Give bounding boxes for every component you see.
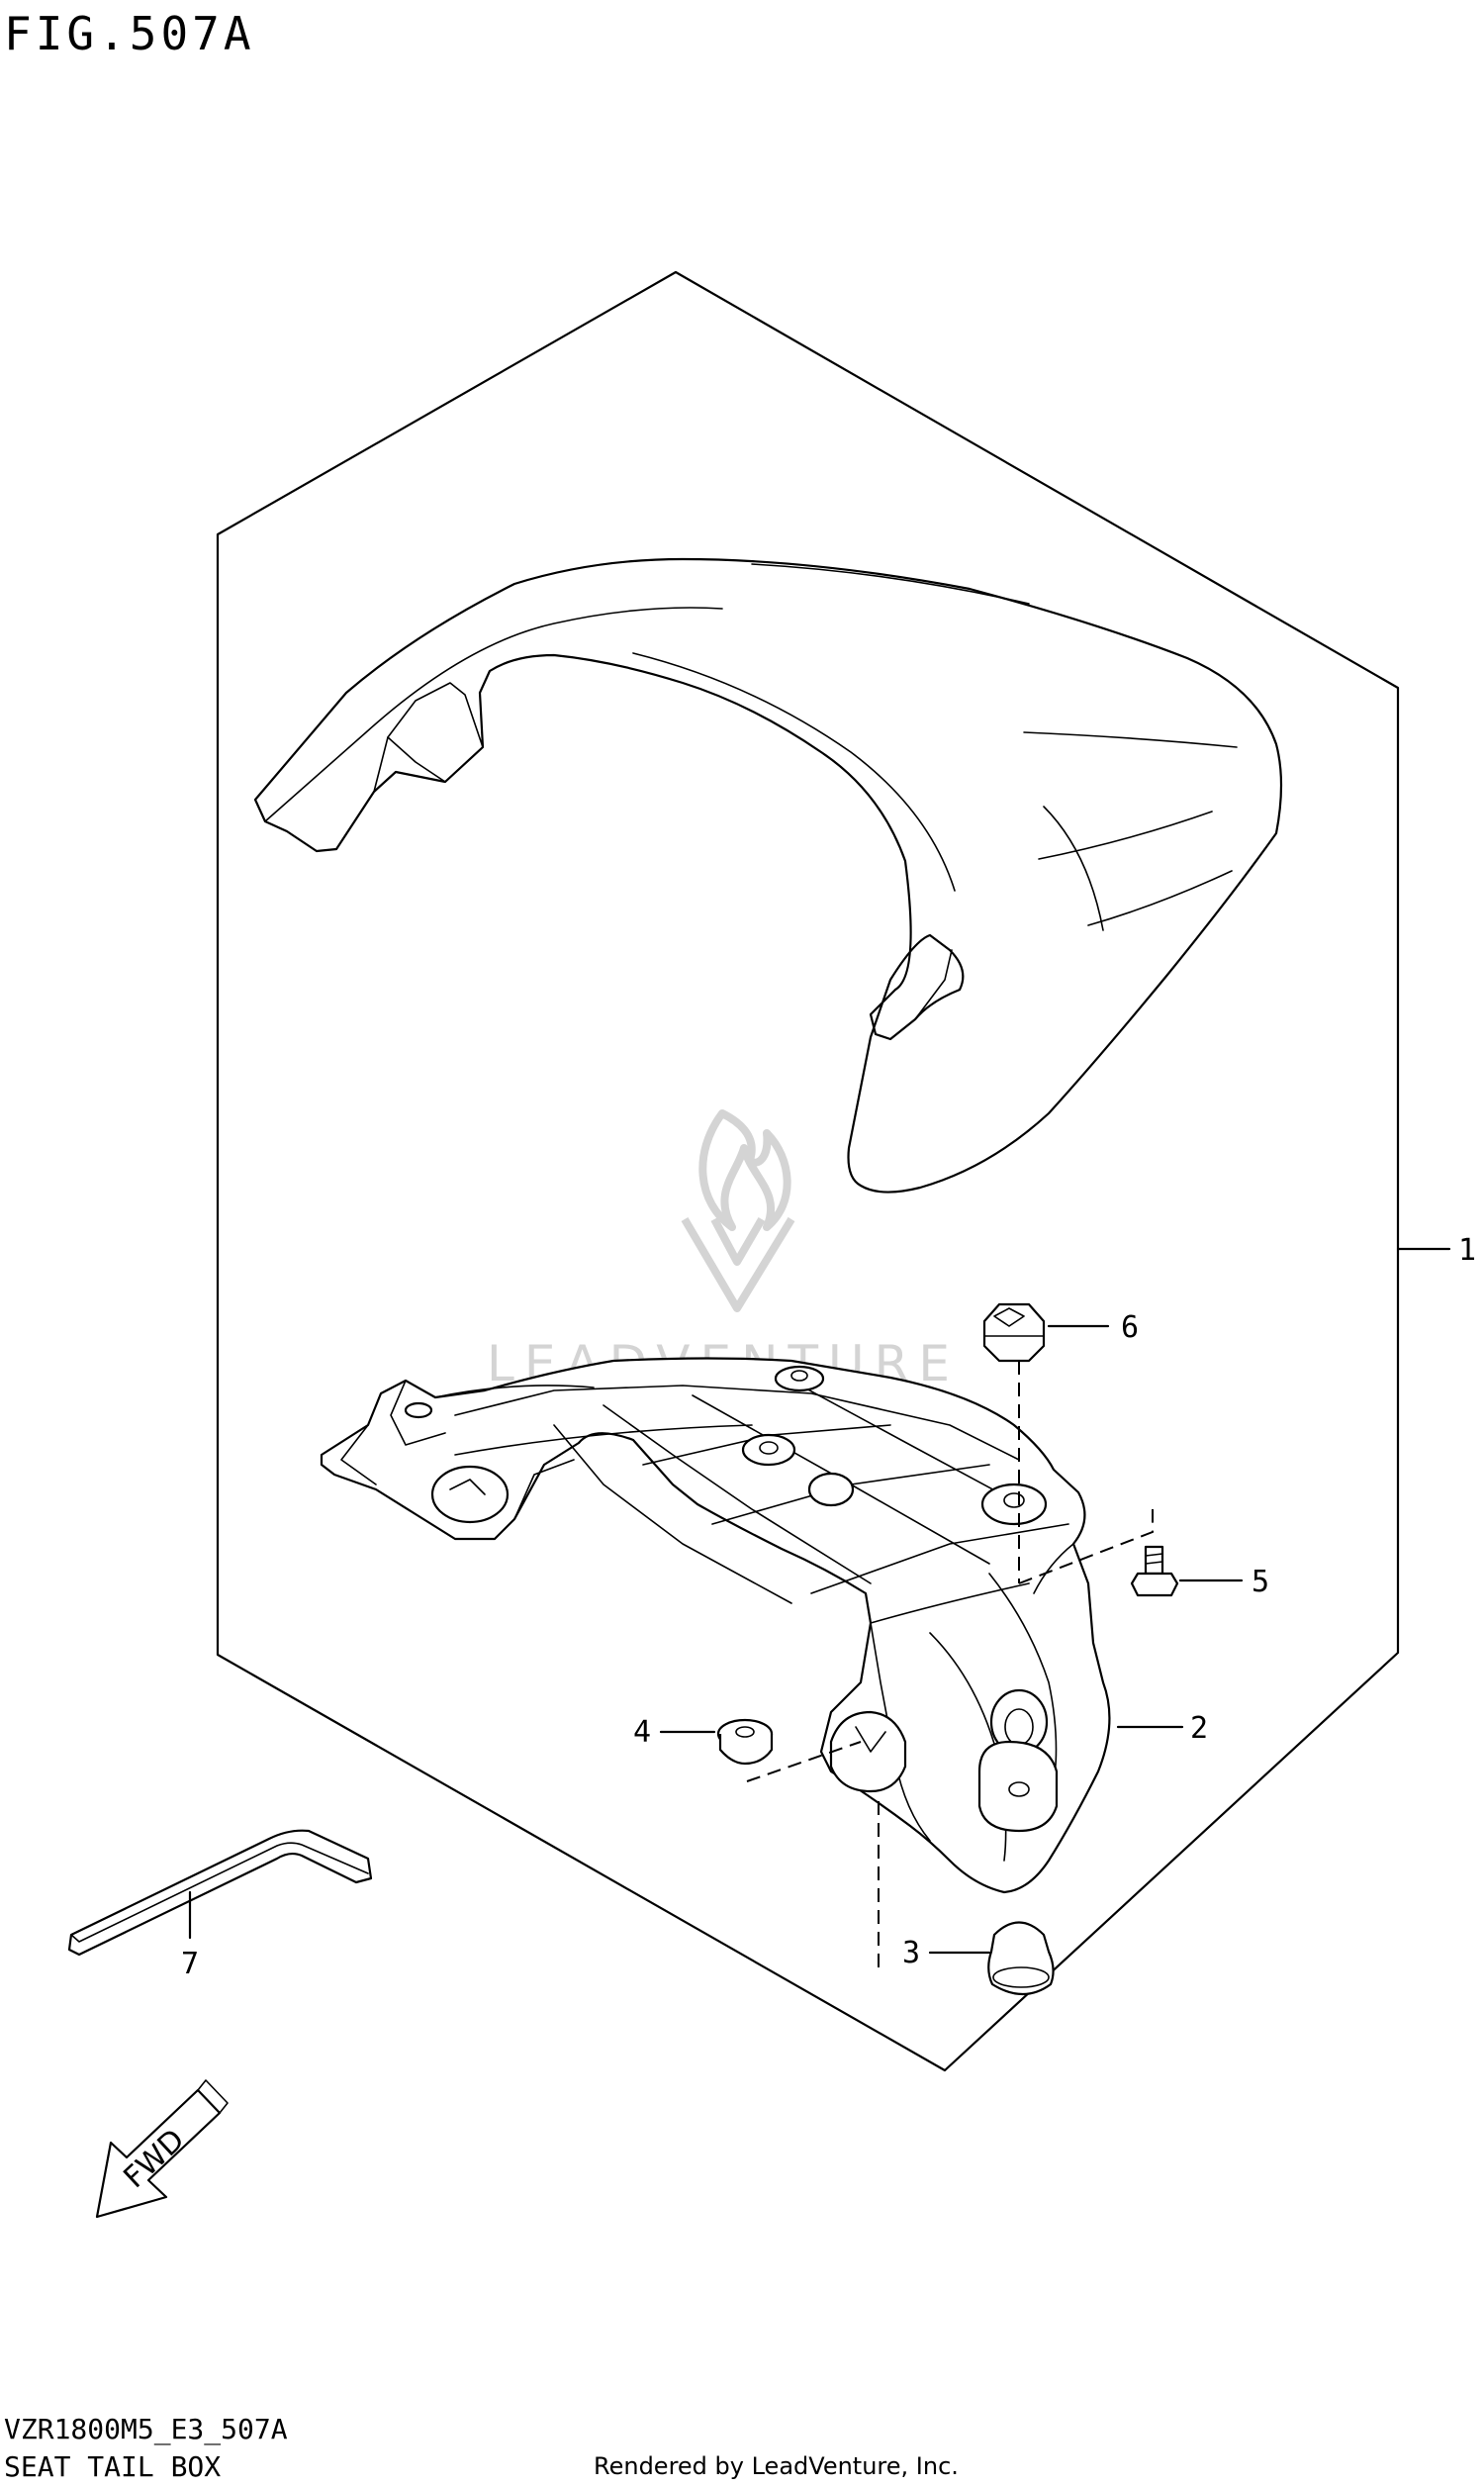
model-code: VZR1800M5_E3_507A — [4, 2413, 288, 2446]
callout-6-label: 6 — [1121, 1310, 1139, 1345]
seat-tail-cover — [253, 557, 1283, 1194]
section-name: SEAT TAIL BOX — [4, 2450, 221, 2483]
callout-4[interactable]: 4 — [633, 1715, 716, 1750]
callout-3-label: 3 — [902, 1936, 920, 1970]
arrow-down-left-icon — [95, 2088, 222, 2219]
callout-4-label: 4 — [633, 1715, 651, 1750]
grommet-washer-part — [716, 1718, 774, 1766]
assembly-line-4 — [746, 1741, 862, 1782]
callout-1-label: 1 — [1458, 1233, 1476, 1268]
hex-key-part — [67, 1829, 373, 1957]
leadventure-flame-logo — [681, 1109, 795, 1312]
callout-7[interactable]: 7 — [181, 1890, 199, 1981]
clip-nut-part — [982, 1302, 1046, 1363]
rubber-cushion-part — [987, 1921, 1055, 1995]
callout-2-label: 2 — [1190, 1711, 1208, 1746]
callout-7-label: 7 — [181, 1947, 199, 1981]
kit-boundary — [216, 270, 1400, 2072]
fwd-direction-marker: FWD — [95, 2079, 229, 2219]
callout-2[interactable]: 2 — [1116, 1711, 1208, 1746]
callout-1[interactable]: 1 — [1396, 1233, 1476, 1268]
callout-5-label: 5 — [1252, 1565, 1269, 1599]
credit-text: Rendered by LeadVenture, Inc. — [594, 2452, 959, 2480]
callout-5[interactable]: 5 — [1178, 1565, 1269, 1599]
seat-bracket — [320, 1357, 1111, 1894]
callout-3[interactable]: 3 — [902, 1936, 991, 1970]
callout-6[interactable]: 6 — [1047, 1310, 1139, 1345]
figure-title: FIG.507A — [4, 7, 255, 60]
assembly-line-5 — [1018, 1509, 1154, 1584]
bolt-part — [1130, 1545, 1179, 1597]
